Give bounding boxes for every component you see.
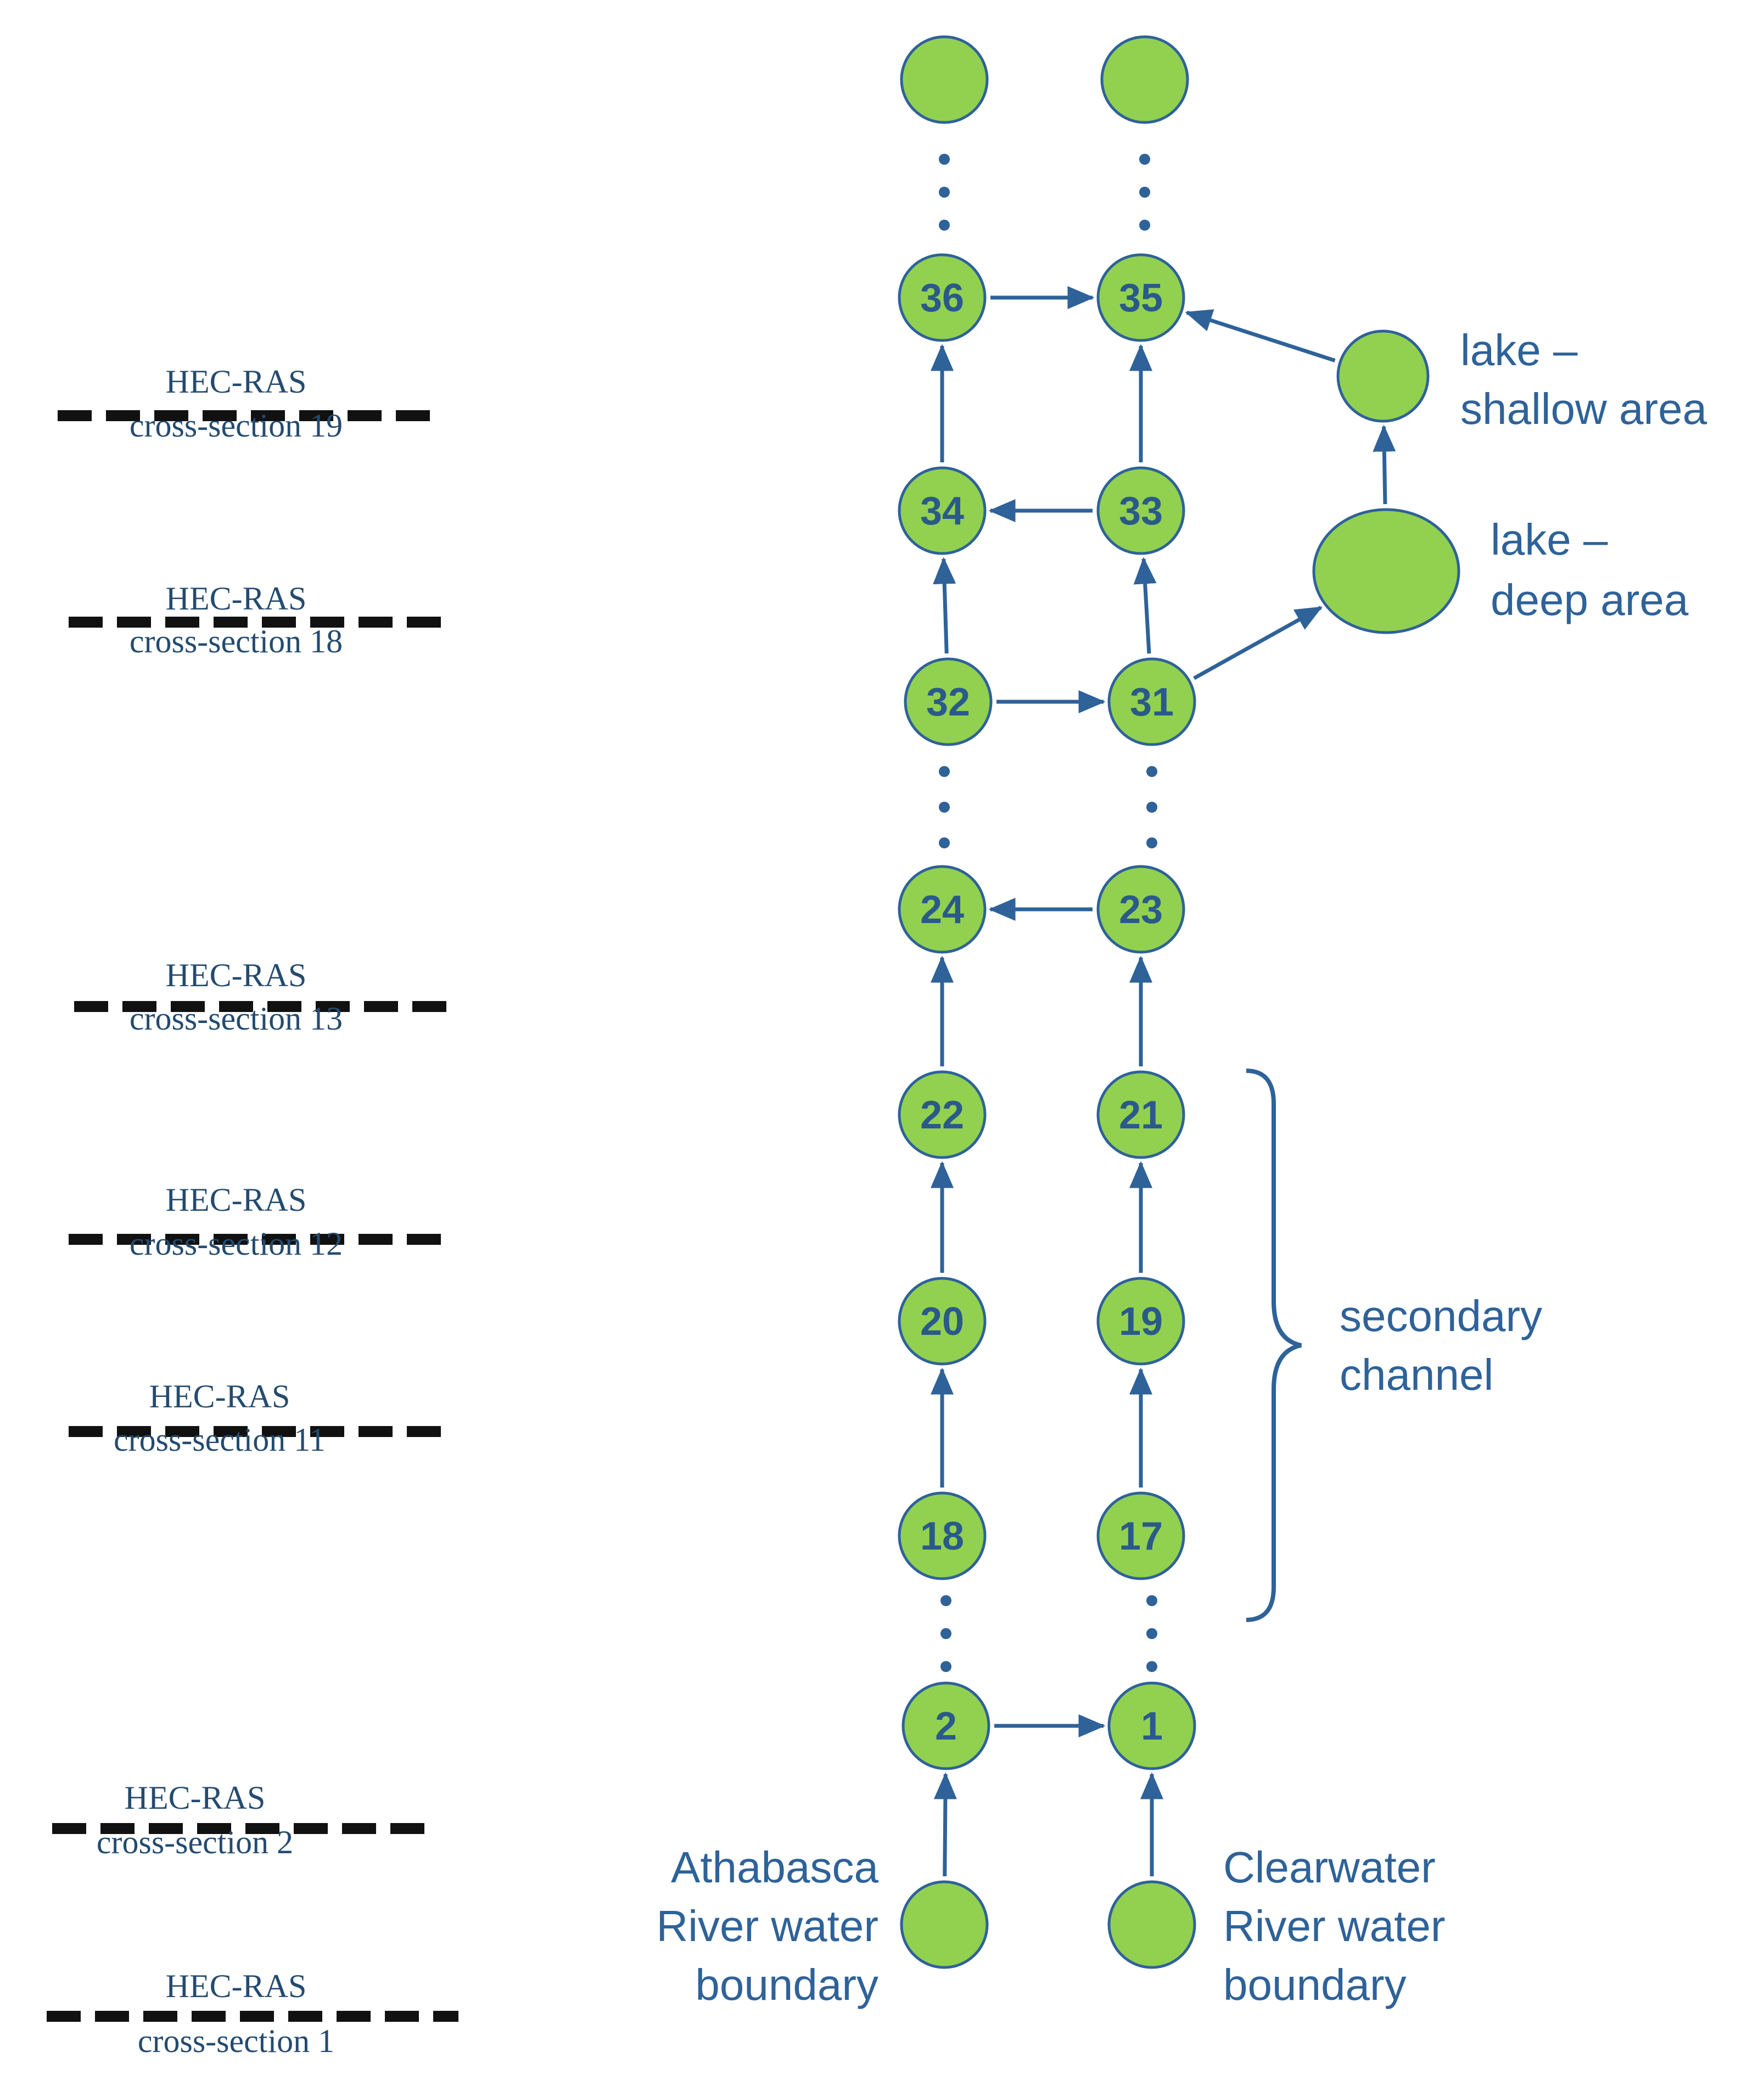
cross-section-number: cross-section 19 (130, 407, 343, 444)
node-label-n1: 1 (1141, 1704, 1163, 1748)
cross-section-number: cross-section 12 (130, 1226, 343, 1262)
ellipsis-dot (939, 154, 950, 165)
node-label-n36: 36 (920, 276, 964, 320)
node-label-n32: 32 (926, 680, 970, 724)
cross-section-number: cross-section 11 (114, 1422, 326, 1458)
node-label-n24: 24 (920, 888, 964, 932)
node-label-n19: 19 (1119, 1300, 1163, 1344)
node-n33 (1096, 466, 1185, 555)
lake-shallow-label: lake –shallow area (1460, 326, 1707, 433)
node-lake-shallow (1336, 329, 1430, 423)
ellipsis-dots (939, 154, 1157, 1672)
cross-section-title: HEC-RAS (125, 1780, 266, 1816)
cross-section-title: HEC-RAS (166, 580, 307, 617)
text-labels: lake –shallow area lake –deep area seconda… (656, 326, 1707, 2009)
ellipsis-dot (940, 1628, 951, 1639)
node-n19 (1096, 1277, 1185, 1366)
node-n32 (904, 657, 993, 746)
ellipsis-dot (939, 802, 950, 813)
node-n21 (1096, 1070, 1185, 1159)
flow-arrows (931, 286, 1396, 1877)
node-n2 (901, 1681, 990, 1770)
ellipsis-dot (939, 187, 950, 198)
flow-arrow-n32-to-n34 (933, 557, 956, 654)
ellipsis-dot (939, 766, 950, 777)
node-n17 (1096, 1491, 1185, 1580)
cross-section-title: HEC-RAS (166, 1968, 307, 2004)
cross-section-lines: HEC-RAS cross-section 19 HEC-RAS cross-sect… (47, 364, 458, 2059)
node-n22 (898, 1070, 987, 1159)
node-lake-deep (1312, 508, 1460, 634)
node-label-n35: 35 (1119, 276, 1163, 320)
ellipsis-dot (1146, 837, 1157, 848)
ellipsis-dot (1146, 766, 1157, 777)
flow-arrow-n31-to-lake-deep (1193, 606, 1323, 680)
cross-section-number: cross-section 18 (130, 623, 343, 659)
node-top-b (1100, 35, 1189, 124)
node-label-n31: 31 (1130, 680, 1174, 724)
cross-section-title: HEC-RAS (166, 957, 307, 993)
flow-arrow-n31-to-n33 (1133, 557, 1157, 654)
node-top-a (900, 35, 989, 124)
ellipsis-dot (1146, 802, 1157, 813)
node-label-n34: 34 (920, 489, 964, 533)
node-label-n18: 18 (920, 1514, 964, 1558)
node-n35 (1096, 253, 1185, 342)
node-label-n33: 33 (1119, 489, 1163, 533)
cross-section-number: cross-section 13 (130, 1000, 343, 1037)
cross-section-number: cross-section 2 (97, 1824, 293, 1860)
node-n18 (898, 1491, 987, 1580)
node-label-n21: 21 (1119, 1093, 1163, 1137)
lake-deep-label: lake –deep area (1491, 515, 1689, 624)
ellipsis-dot (939, 220, 950, 231)
flow-arrow-lake-shallow-to-n35 (1185, 309, 1336, 362)
ellipsis-dot (940, 1661, 951, 1672)
ellipsis-dot (1146, 1595, 1157, 1606)
node-n34 (898, 466, 987, 555)
node-label-n23: 23 (1119, 888, 1163, 932)
node-label-n22: 22 (920, 1093, 964, 1137)
ellipsis-dot (1139, 154, 1150, 165)
node-label-n2: 2 (935, 1704, 957, 1748)
cross-section-title: HEC-RAS (166, 1182, 307, 1218)
node-bnd-athabasca (900, 1880, 989, 1969)
cross-section-number: cross-section 1 (138, 2023, 334, 2059)
node-n36 (898, 253, 987, 342)
node-label-n17: 17 (1119, 1514, 1163, 1558)
ellipsis-dot (940, 1595, 951, 1606)
ellipsis-dot (1146, 1661, 1157, 1672)
flow-arrow-bnd-athabasca-to-n2 (933, 1772, 957, 1877)
ellipsis-dot (1139, 187, 1150, 198)
flow-arrow-lake-deep-to-lake-shallow (1373, 424, 1396, 505)
node-label-n20: 20 (920, 1300, 964, 1344)
node-n1 (1107, 1681, 1196, 1770)
ellipsis-dot (939, 837, 950, 848)
cross-section-title: HEC-RAS (149, 1378, 290, 1415)
ellipsis-dot (1146, 1628, 1157, 1639)
node-n31 (1107, 657, 1196, 746)
cross-section-title: HEC-RAS (166, 364, 307, 400)
node-n23 (1096, 865, 1185, 954)
node-n24 (898, 865, 987, 954)
node-bnd-clearwater (1107, 1880, 1196, 1969)
secondary-channel-brace (1246, 1069, 1302, 1622)
ellipsis-dot (1139, 220, 1150, 231)
node-n20 (898, 1277, 987, 1366)
